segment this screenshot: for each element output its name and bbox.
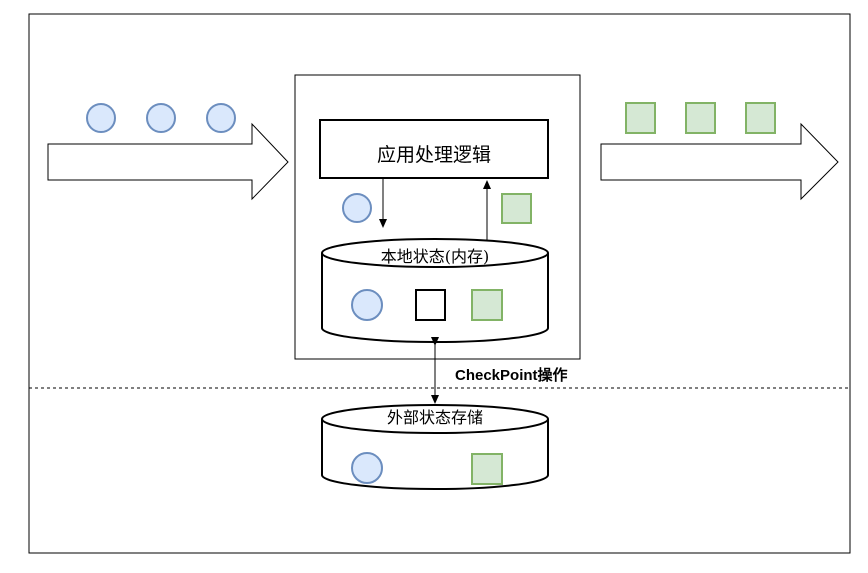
- process-logic-label: 应用处理逻辑: [376, 144, 491, 166]
- output-result-square: [745, 102, 776, 134]
- output-results: [625, 102, 776, 134]
- input-events: [86, 103, 236, 133]
- local-state-circle: [351, 289, 383, 321]
- output-flow-arrow: [600, 122, 839, 201]
- outer-frame: [28, 13, 851, 554]
- external-state-square: [471, 453, 503, 485]
- input-event-circle: [146, 103, 176, 133]
- local-state-label: 本地状态(内存): [380, 247, 490, 266]
- output-result-square: [685, 102, 716, 134]
- state-output-square: [501, 193, 532, 224]
- external-state-circle: [351, 452, 383, 484]
- input-event-circle: [206, 103, 236, 133]
- local-state-square: [471, 289, 503, 321]
- process-logic-box: [319, 119, 549, 179]
- input-event-circle: [86, 103, 116, 133]
- output-result-square: [625, 102, 656, 134]
- input-flow-arrow: [47, 122, 289, 201]
- state-input-circle: [342, 193, 372, 223]
- external-state-label: 外部状态存储: [386, 408, 483, 427]
- local-state-empty-square: [415, 289, 446, 321]
- checkpoint-label: CheckPoint操作: [455, 367, 568, 384]
